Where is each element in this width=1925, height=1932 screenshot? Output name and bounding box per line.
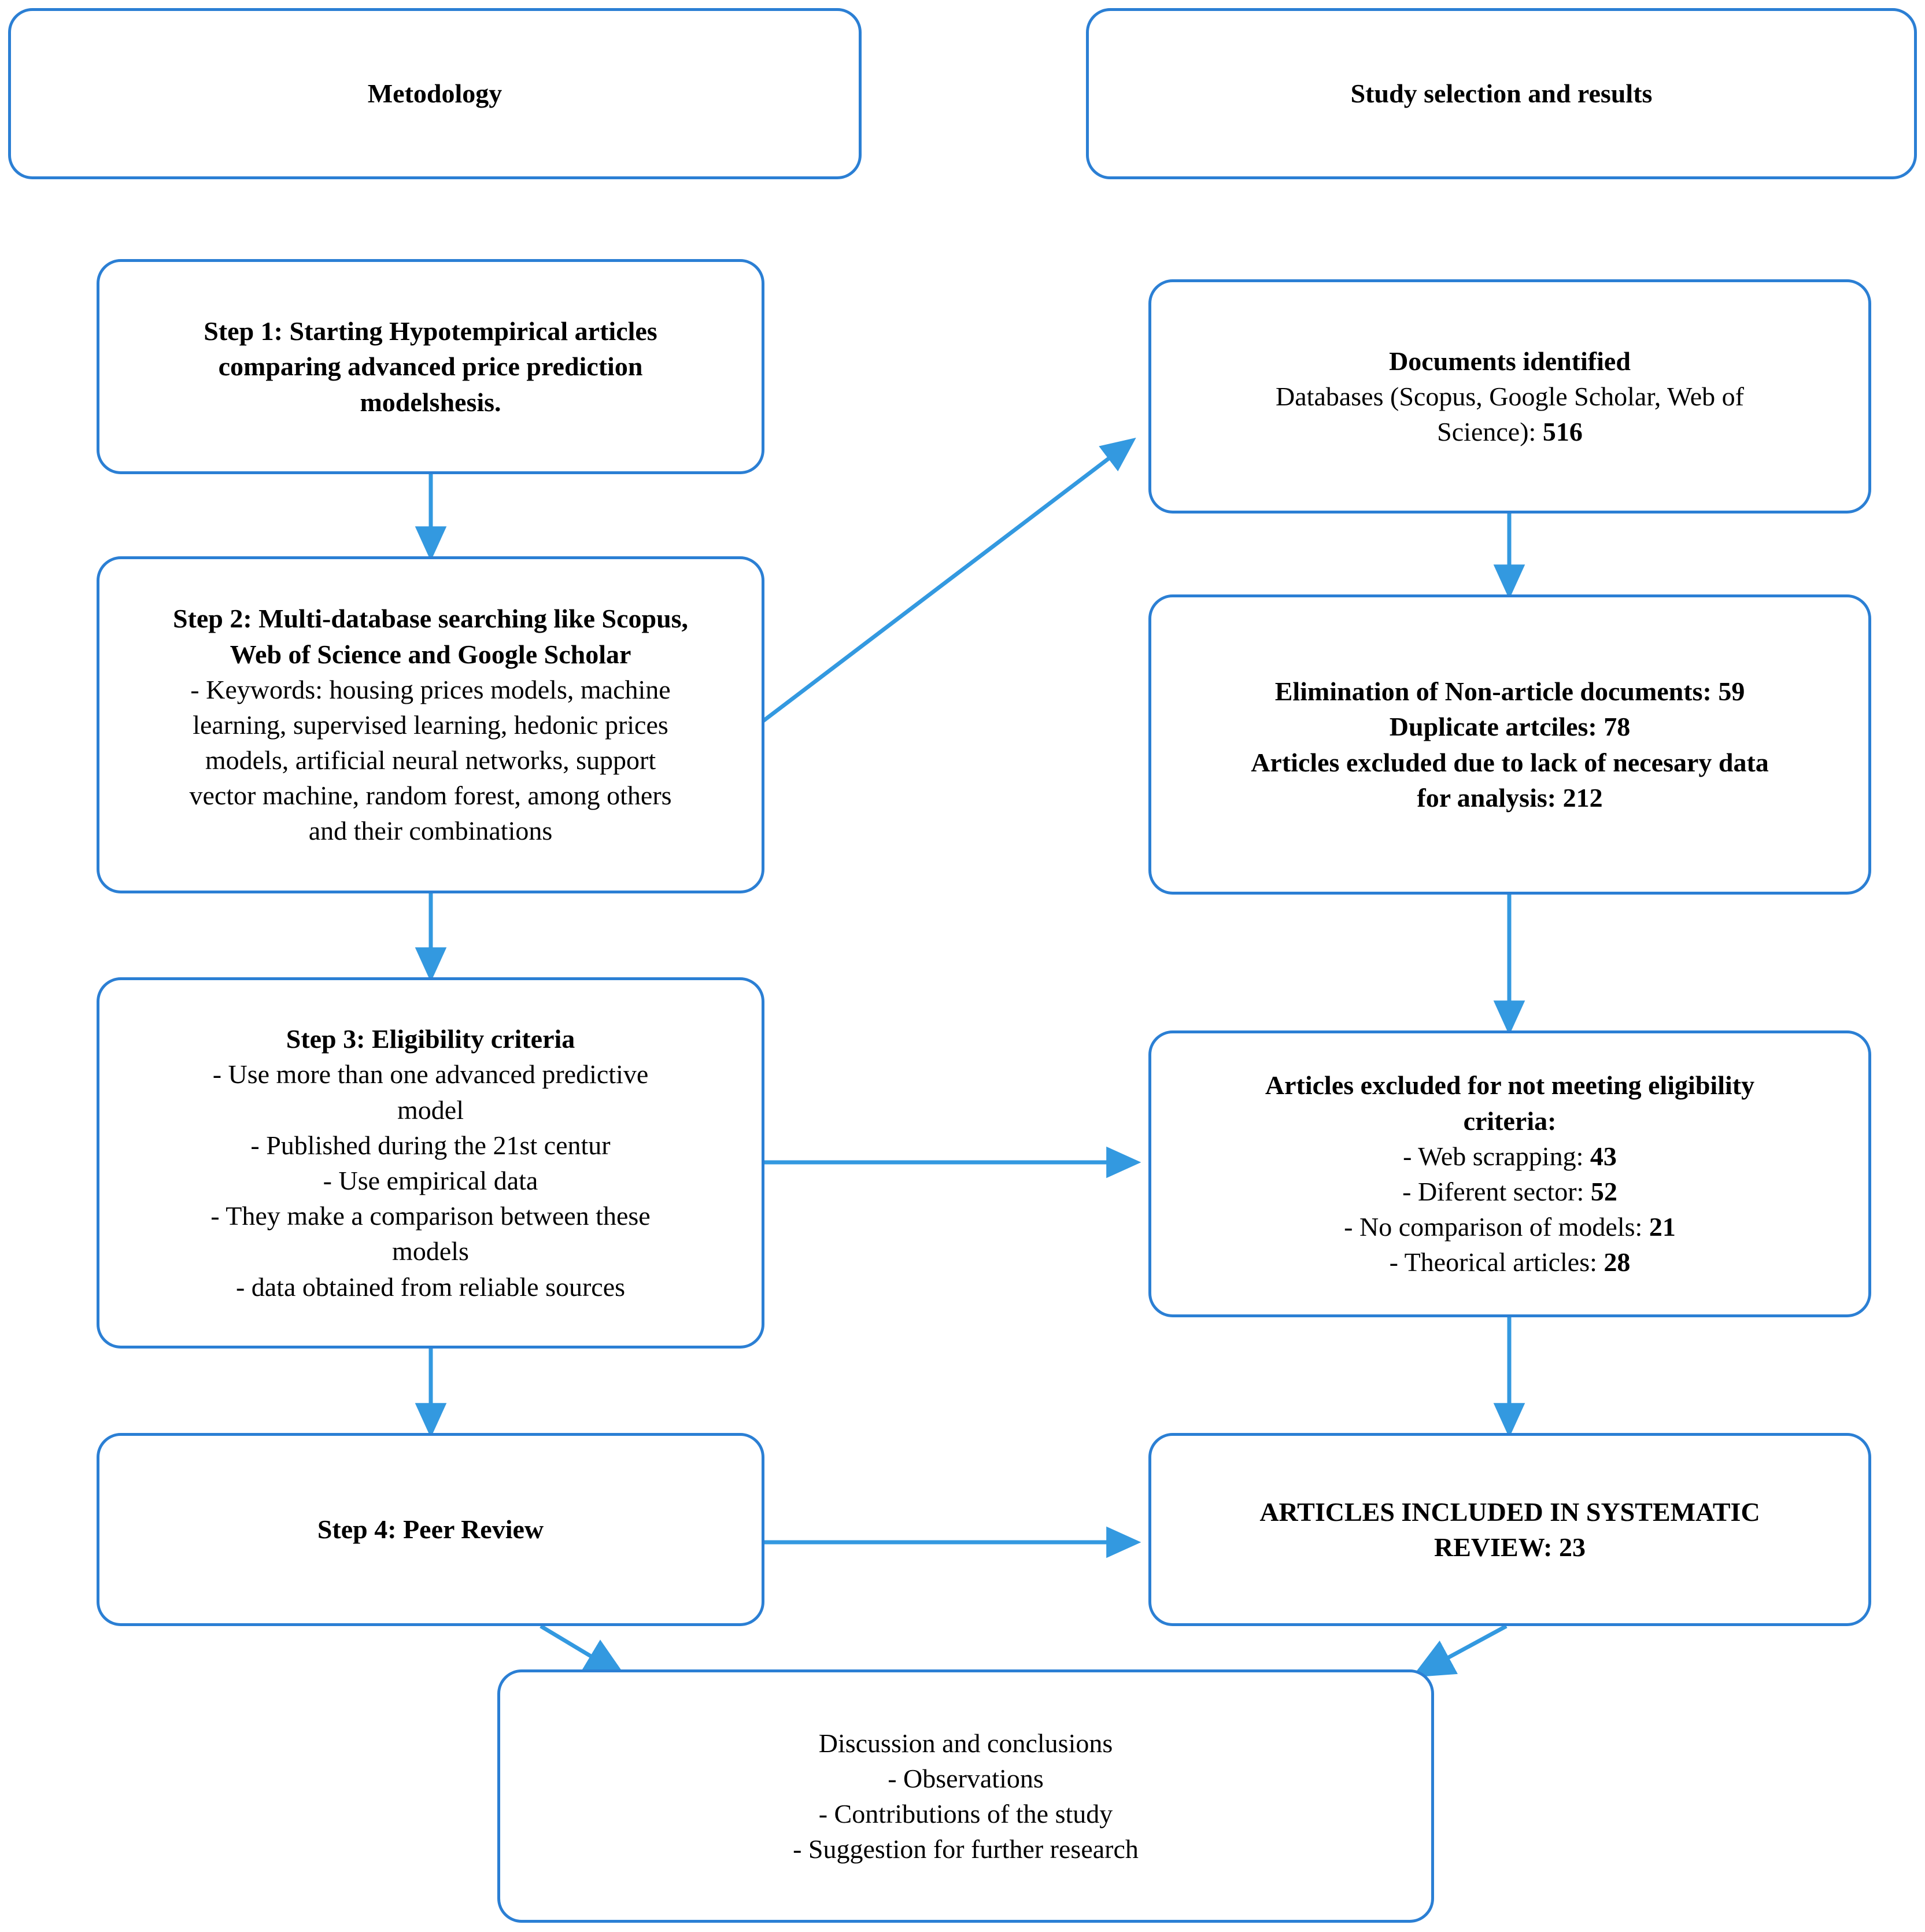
elimination-line-2-value: 78	[1603, 712, 1631, 742]
discussion-item-1: - Observations	[888, 1763, 1044, 1793]
node-elimination-text: Elimination of Non-article documents: 59…	[1171, 674, 1849, 815]
step2-body-5: and their combinations	[308, 816, 553, 846]
excluded-item-4: - Theorical articles: 28	[1171, 1244, 1849, 1280]
excluded-item-1: - Web scrapping: 43	[1171, 1139, 1849, 1174]
articles-included-line-2: REVIEW: 23	[1171, 1530, 1849, 1565]
node-step3: Step 3: Eligibility criteria - Use more …	[97, 977, 764, 1349]
elimination-line-4: for analysis: 212	[1171, 780, 1849, 815]
excluded-item-3-label: - No comparison of models:	[1344, 1212, 1649, 1242]
step2-heading-1: Step 2: Multi-database searching like Sc…	[172, 604, 689, 634]
excluded-item-3-value: 21	[1649, 1212, 1676, 1242]
articles-included-line-1: ARTICLES INCLUDED IN SYSTEMATIC	[1259, 1497, 1760, 1527]
node-articles-included: ARTICLES INCLUDED IN SYSTEMATIC REVIEW: …	[1148, 1433, 1871, 1626]
documents-count: 516	[1542, 417, 1583, 447]
header-box-study-selection: Study selection and results	[1086, 8, 1917, 179]
elimination-line-1-label: Elimination of Non-article documents:	[1274, 677, 1719, 707]
node-step2: Step 2: Multi-database searching like Sc…	[97, 556, 764, 893]
node-documents-identified-text: Documents identified Databases (Scopus, …	[1171, 343, 1849, 450]
step3-body-4: - Use empirical data	[323, 1166, 538, 1195]
node-discussion: Discussion and conclusions - Observation…	[497, 1669, 1434, 1923]
elimination-line-4-label: for analysis:	[1417, 782, 1563, 812]
step2-body-2: learning, supervised learning, hedonic p…	[193, 710, 668, 740]
header-box-methodology: Metodology	[8, 8, 862, 179]
excluded-item-2-label: - Diferent sector:	[1402, 1177, 1591, 1206]
step3-body-3: - Published during the 21st centur	[250, 1130, 611, 1160]
discussion-heading: Discussion and conclusions	[818, 1728, 1113, 1758]
node-step2-text: Step 2: Multi-database searching like Sc…	[119, 601, 742, 848]
documents-heading: Documents identified	[1389, 346, 1631, 376]
arrow-step2-to-documents	[753, 437, 1136, 729]
excluded-heading-1: Articles excluded for not meeting eligib…	[1265, 1070, 1755, 1100]
discussion-item-2: - Contributions of the study	[818, 1799, 1113, 1828]
step2-body-3: models, artificial neural networks, supp…	[205, 745, 656, 775]
step3-body-2: model	[397, 1095, 464, 1125]
step1-line-3: modelshesis.	[360, 387, 501, 417]
node-step4-text: Step 4: Peer Review	[317, 1514, 544, 1545]
elimination-line-3: Articles excluded due to lack of necesar…	[1251, 747, 1769, 777]
node-articles-included-text: ARTICLES INCLUDED IN SYSTEMATIC REVIEW: …	[1171, 1494, 1849, 1565]
node-documents-identified: Documents identified Databases (Scopus, …	[1148, 279, 1871, 514]
elimination-line-1-value: 59	[1718, 677, 1745, 707]
step3-heading: Step 3: Eligibility criteria	[286, 1024, 575, 1054]
node-step4: Step 4: Peer Review	[97, 1433, 764, 1626]
discussion-item-3: - Suggestion for further research	[793, 1834, 1139, 1864]
step3-body-1: - Use more than one advanced predictive	[212, 1059, 649, 1089]
node-excluded-eligibility-text: Articles excluded for not meeting eligib…	[1171, 1067, 1849, 1280]
elimination-line-2: Duplicate artciles: 78	[1171, 709, 1849, 744]
step2-heading-2: Web of Science and Google Scholar	[230, 639, 631, 669]
excluded-item-4-value: 28	[1603, 1247, 1631, 1277]
step2-body-4: vector machine, random forest, among oth…	[189, 781, 672, 811]
step3-body-5: - They make a comparison between these	[210, 1201, 651, 1231]
arrow-step4-to-discussion	[540, 1624, 627, 1678]
arrow-included-to-discussion	[1412, 1624, 1508, 1678]
step2-body-1: - Keywords: housing prices models, machi…	[190, 674, 671, 704]
elimination-line-2-label: Duplicate artciles:	[1389, 712, 1604, 742]
excluded-item-3: - No comparison of models: 21	[1171, 1209, 1849, 1244]
excluded-item-4-label: - Theorical articles:	[1389, 1247, 1604, 1277]
elimination-line-4-value: 212	[1562, 782, 1603, 812]
node-step3-text: Step 3: Eligibility criteria - Use more …	[119, 1021, 742, 1304]
documents-body-2-label: Science):	[1437, 417, 1543, 447]
documents-body-2: Science): 516	[1171, 414, 1849, 449]
node-step1: Step 1: Starting Hypotempirical articles…	[97, 259, 764, 474]
excluded-item-1-value: 43	[1590, 1141, 1617, 1171]
node-elimination: Elimination of Non-article documents: 59…	[1148, 594, 1871, 895]
header-label-methodology: Metodology	[367, 79, 503, 109]
articles-included-line-2-label: REVIEW:	[1434, 1532, 1559, 1562]
node-excluded-eligibility: Articles excluded for not meeting eligib…	[1148, 1030, 1871, 1317]
elimination-line-1: Elimination of Non-article documents: 59	[1171, 674, 1849, 709]
step1-line-1: Step 1: Starting Hypotempirical articles	[204, 316, 657, 346]
excluded-heading-2: criteria:	[1463, 1106, 1557, 1136]
header-label-study-selection: Study selection and results	[1350, 79, 1653, 109]
excluded-item-1-label: - Web scrapping:	[1403, 1141, 1590, 1171]
node-step1-text: Step 1: Starting Hypotempirical articles…	[119, 313, 742, 420]
articles-included-count: 23	[1558, 1532, 1586, 1562]
excluded-item-2: - Diferent sector: 52	[1171, 1174, 1849, 1209]
node-discussion-text: Discussion and conclusions - Observation…	[520, 1726, 1412, 1867]
step3-body-6: models	[392, 1236, 469, 1266]
step3-body-7: - data obtained from reliable sources	[235, 1272, 626, 1302]
documents-body-1: Databases (Scopus, Google Scholar, Web o…	[1276, 381, 1744, 411]
excluded-item-2-value: 52	[1590, 1177, 1617, 1206]
step1-line-2: comparing advanced price prediction	[218, 352, 643, 382]
